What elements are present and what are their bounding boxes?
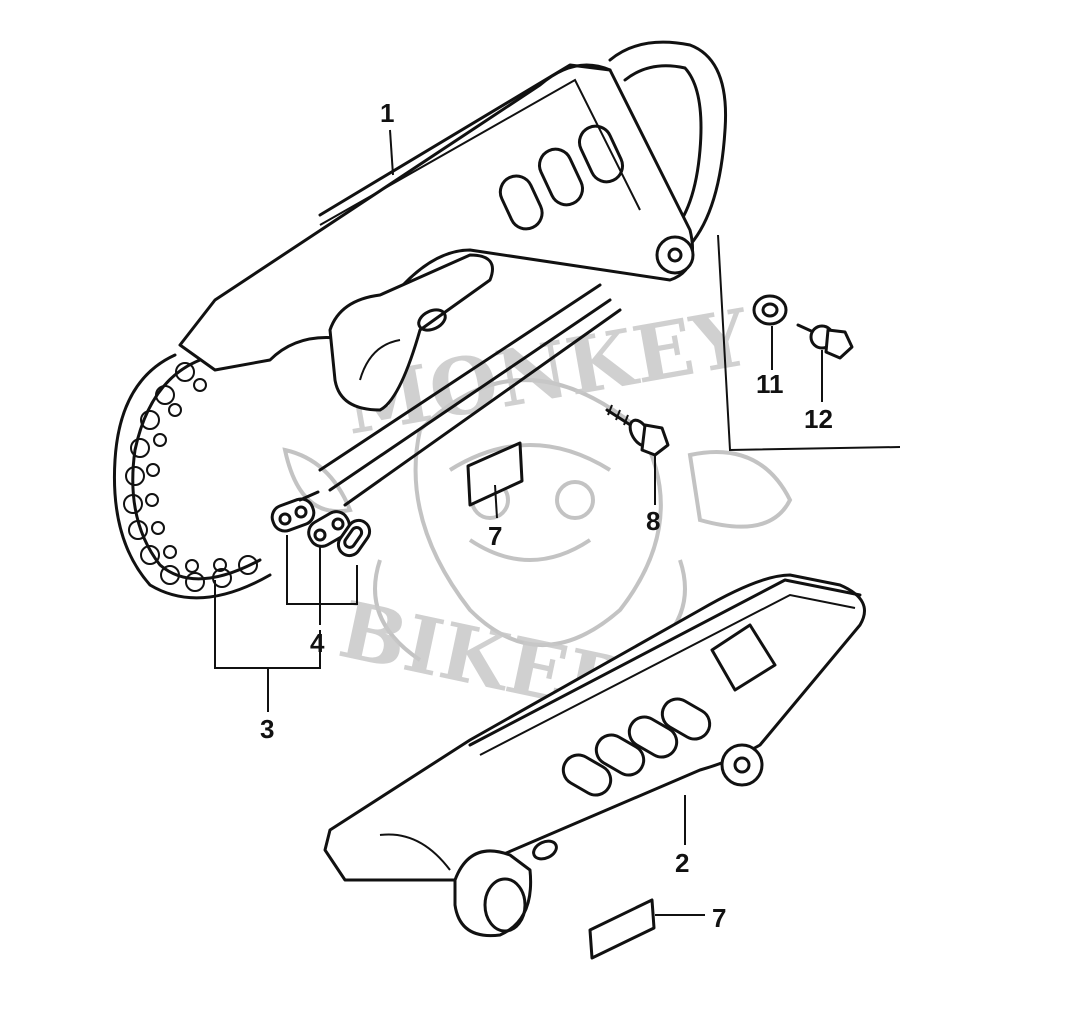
drive-chain xyxy=(112,353,272,600)
upper-chain-case xyxy=(178,40,728,507)
lower-chain-case xyxy=(323,573,866,938)
callout-2: 2 xyxy=(675,848,689,878)
callout-11: 11 xyxy=(756,369,784,399)
bolt-8 xyxy=(605,404,670,457)
callout-8: 8 xyxy=(646,506,660,536)
master-link xyxy=(270,490,372,558)
bolt-12 xyxy=(796,323,854,360)
callout-7-upper: 7 xyxy=(488,521,502,551)
label-sticker-upper xyxy=(466,441,524,507)
callout-4: 4 xyxy=(310,628,325,658)
callout-7-lower: 7 xyxy=(712,903,726,933)
collar-11 xyxy=(752,294,788,326)
leader-lines xyxy=(214,129,823,916)
callout-12: 12 xyxy=(804,404,833,434)
callout-3: 3 xyxy=(260,714,274,744)
callout-labels: 1 2 3 4 7 7 8 11 12 xyxy=(260,98,833,933)
callout-1: 1 xyxy=(380,98,394,128)
label-sticker-lower xyxy=(588,898,656,960)
hardware-bracket-line xyxy=(717,234,901,452)
